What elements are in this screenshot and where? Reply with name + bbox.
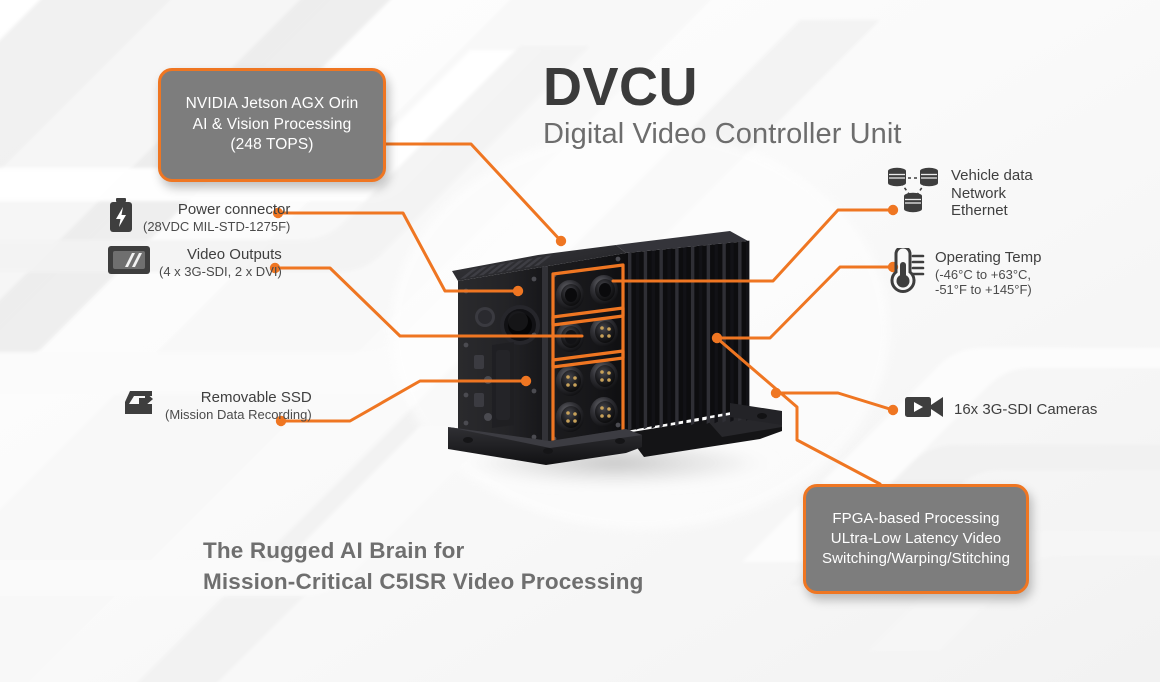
spec-power-title: Power connector: [177, 200, 291, 218]
spec-video-detail: (4 x 3G-SDI, 2 x DVI): [159, 263, 282, 279]
tagline-line-2: Mission-Critical C5ISR Video Processing: [203, 568, 644, 594]
callout-nvidia-line-2: AI & Vision Processing: [192, 115, 352, 133]
spec-network-line-3: Ethernet: [951, 202, 1008, 220]
spec-ssd-title: Removable SSD: [200, 388, 312, 406]
spec-temp-detail-1: (-46°C to +63°C,: [935, 266, 1032, 282]
spec-ssd-detail: (Mission Data Recording): [165, 406, 312, 422]
callout-fpga-line-2: ULtra-Low Latency Video: [830, 530, 1002, 548]
display-icon: [108, 245, 150, 280]
spec-cameras-title: 16x 3G-SDI Cameras: [954, 400, 1098, 418]
callout-fpga-processing: FPGA-based Processing ULtra-Low Latency …: [803, 484, 1029, 594]
spec-removable-ssd: Removable SSD (Mission Data Recording): [122, 388, 312, 423]
spec-vehicle-network: Vehicle data Network Ethernet: [884, 166, 1033, 221]
spec-cameras: 16x 3G-SDI Cameras: [905, 393, 1097, 426]
spec-operating-temp: Operating Temp (-46°C to +63°C, -51°F to…: [884, 245, 1042, 299]
spec-temp-detail-2: -51°F to +145°F): [935, 282, 1032, 298]
network-nodes-icon: [884, 166, 942, 221]
spec-power-detail: (28VDC MIL-STD-1275F): [143, 218, 291, 234]
spec-video-title: Video Outputs: [187, 245, 282, 263]
connector-group-bottom: [556, 361, 618, 432]
callout-nvidia-line-3: (248 TOPS): [230, 136, 314, 154]
spec-network-line-2: Network: [951, 184, 1007, 202]
callout-fpga-line-1: FPGA-based Processing: [832, 510, 1000, 528]
tagline: The Rugged AI Brain for Mission-Critical…: [203, 536, 644, 598]
title-subtitle: Digital Video Controller Unit: [543, 118, 902, 151]
spec-video-outputs: Video Outputs (4 x 3G-SDI, 2 x DVI): [108, 245, 282, 280]
tagline-line-1: The Rugged AI Brain for: [203, 538, 465, 563]
page-title: DVCU Digital Video Controller Unit: [543, 57, 902, 151]
product-image: [448, 231, 782, 489]
spec-power-connector: Power connector (28VDC MIL-STD-1275F): [108, 198, 290, 237]
spec-network-line-1: Vehicle data: [951, 166, 1033, 184]
callout-nvidia-jetson: NVIDIA Jetson AGX Orin AI & Vision Proce…: [158, 68, 386, 182]
callout-nvidia-line-1: NVIDIA Jetson AGX Orin: [185, 95, 359, 113]
video-camera-icon: [905, 393, 945, 426]
callout-fpga-line-3: Switching/Warping/Stitching: [821, 549, 1011, 567]
battery-icon: [108, 198, 134, 237]
spec-temp-title: Operating Temp: [935, 249, 1042, 267]
thermometer-icon: [884, 245, 926, 299]
removable-drive-icon: [122, 388, 156, 423]
title-main: DVCU: [543, 57, 699, 117]
